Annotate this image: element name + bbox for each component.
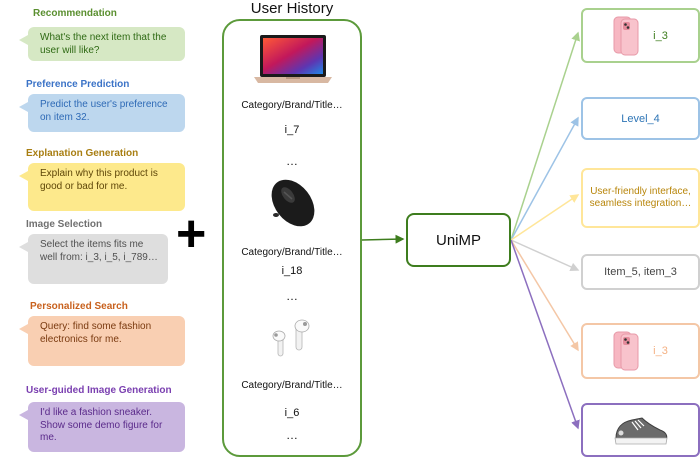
task-title-image-selection: Image Selection [26, 219, 103, 230]
task-title-recommendation: Recommendation [33, 8, 117, 19]
user-history-title: User History [250, 0, 334, 17]
task-title-preference-prediction: Preference Prediction [26, 79, 130, 90]
history-id-2: i_18 [281, 265, 303, 277]
task-bubble-recommendation: What's the next item that the user will … [19, 27, 185, 61]
task-bubble-personalized-search: Query: find some fashion electronics for… [19, 316, 185, 366]
history-ellipsis-1: … [286, 154, 298, 168]
phone-icon [613, 331, 639, 371]
history-caption-2: Category/Brand/Title… [241, 247, 343, 258]
history-ellipsis-3: … [286, 428, 298, 442]
history-id-1: i_7 [284, 124, 300, 136]
sneaker-icon [614, 417, 667, 445]
output-box-1: i_3 [581, 8, 700, 63]
arrow-to-output-1 [510, 31, 580, 241]
phone-icon [613, 16, 639, 55]
task-bubble-explanation-generation: Explain why this product is good or bad … [19, 163, 185, 211]
output-box-5: i_3 [581, 323, 700, 379]
task-title-explanation-generation: Explanation Generation [26, 148, 139, 159]
laptop-icon [254, 35, 332, 83]
user-history-panel [222, 19, 362, 457]
history-ellipsis-2: … [286, 289, 298, 303]
task-title-user-guided-image-generation: User-guided Image Generation [26, 385, 172, 396]
history-caption-3: Category/Brand/Title… [241, 380, 343, 391]
earbuds-icon [272, 319, 310, 357]
arrow-to-output-4 [510, 239, 580, 272]
output-text-1: i_3 [653, 29, 668, 42]
task-bubble-image-selection: Select the items fits me well from: i_3,… [19, 234, 168, 284]
task-bubble-preference-prediction: Predict the user's preference on item 32… [19, 94, 185, 132]
task-title-personalized-search: Personalized Search [30, 301, 128, 312]
arrow-to-output-2 [510, 116, 579, 241]
mouse-icon [271, 179, 315, 227]
arrow-to-output-3 [510, 194, 580, 241]
output-box-3: User-friendly interface, seamless integr… [581, 168, 700, 228]
history-id-3: i_6 [284, 407, 300, 419]
history-to-model-arrow [361, 234, 405, 244]
plus-sign: + [176, 205, 207, 263]
task-bubble-user-guided-image-generation: I'd like a fashion sneaker. Show some de… [19, 402, 185, 452]
output-text-4: Item_5, item_3 [604, 266, 677, 278]
output-box-4: Item_5, item_3 [581, 254, 700, 290]
output-text-3: User-friendly interface, seamless integr… [589, 186, 692, 209]
arrow-to-output-5 [510, 239, 579, 352]
history-caption-1: Category/Brand/Title… [241, 100, 343, 111]
output-box-2: Level_4 [581, 97, 700, 140]
arrow-to-output-6 [510, 239, 580, 430]
output-text-2: Level_4 [621, 112, 660, 125]
output-text-5: i_3 [653, 345, 668, 357]
unimp-model-box: UniMP [406, 213, 511, 267]
output-box-6 [581, 403, 700, 457]
